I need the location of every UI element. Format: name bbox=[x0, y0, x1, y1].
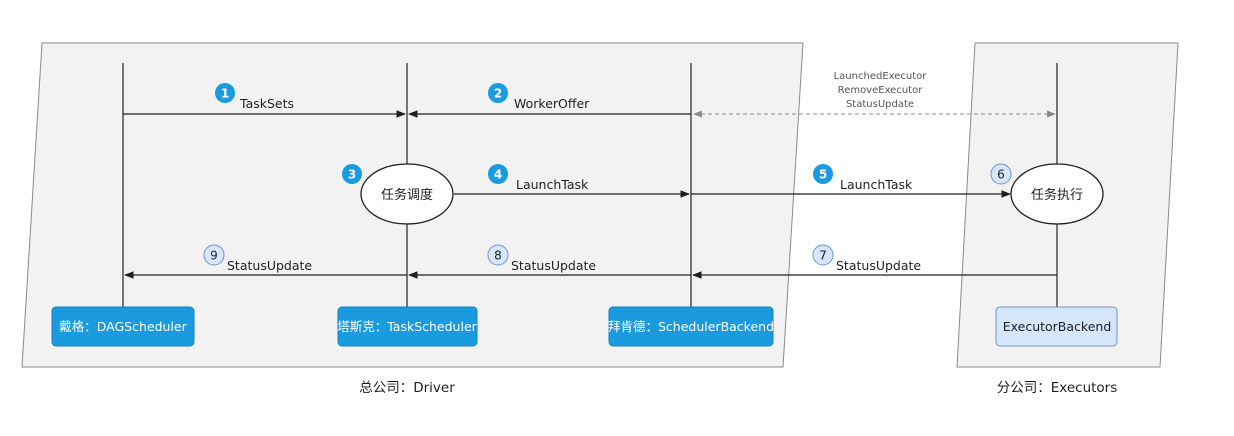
step-2-number: 2 bbox=[494, 87, 502, 101]
dag-scheduler-label: 戴格：DAGScheduler bbox=[59, 319, 187, 334]
step-1-badge bbox=[215, 83, 235, 103]
task-schedule-node bbox=[360, 163, 454, 225]
task-execute-label: 任务执行 bbox=[1031, 187, 1083, 203]
dashed-label-line-1: LaunchedExecutor bbox=[834, 71, 928, 82]
step-7-label: StatusUpdate bbox=[836, 258, 921, 273]
task-execute-node bbox=[1010, 163, 1104, 225]
task-scheduler-label: 塔斯克：TaskScheduler bbox=[337, 319, 477, 334]
step-5-badge bbox=[813, 164, 833, 184]
step-8-badge bbox=[487, 244, 509, 266]
executor-backend-label: ExecutorBackend bbox=[1003, 319, 1112, 334]
step-3-number: 3 bbox=[348, 168, 356, 182]
dashed-label-line-2: RemoveExecutor bbox=[838, 85, 924, 96]
step-6-number: 6 bbox=[997, 168, 1005, 182]
step-4-badge bbox=[488, 164, 508, 184]
step-8-number: 8 bbox=[494, 249, 502, 263]
executor-backend-box bbox=[995, 306, 1118, 347]
step-2-label: WorkerOffer bbox=[514, 96, 590, 111]
step-9-number: 9 bbox=[210, 249, 218, 263]
step-3-badge bbox=[342, 164, 362, 184]
step-6-badge bbox=[990, 163, 1012, 185]
step-2-badge bbox=[488, 83, 508, 103]
step-7-badge bbox=[812, 244, 834, 266]
dashed-label-line-3: StatusUpdate bbox=[846, 99, 914, 110]
step-5-number: 5 bbox=[819, 168, 827, 182]
step-1-label: TaskSets bbox=[239, 96, 294, 111]
scheduler-backend-label: 拜肯德：SchedulerBackend bbox=[608, 319, 774, 334]
task-schedule-label: 任务调度 bbox=[381, 187, 433, 203]
step-4-number: 4 bbox=[494, 168, 502, 182]
step-4-label: LaunchTask bbox=[516, 177, 589, 192]
driver-caption: 总公司：Driver bbox=[359, 380, 455, 396]
task-scheduler-box bbox=[337, 306, 478, 347]
step-5-label: LaunchTask bbox=[840, 177, 913, 192]
step-7-number: 7 bbox=[819, 249, 827, 263]
step-1-number: 1 bbox=[221, 87, 229, 101]
step-9-label: StatusUpdate bbox=[227, 258, 312, 273]
step-9-badge bbox=[203, 244, 225, 266]
dag-scheduler-box bbox=[51, 306, 195, 347]
executors-caption: 分公司：Executors bbox=[997, 380, 1118, 396]
step-8-label: StatusUpdate bbox=[511, 258, 596, 273]
scheduler-backend-box bbox=[608, 306, 774, 347]
